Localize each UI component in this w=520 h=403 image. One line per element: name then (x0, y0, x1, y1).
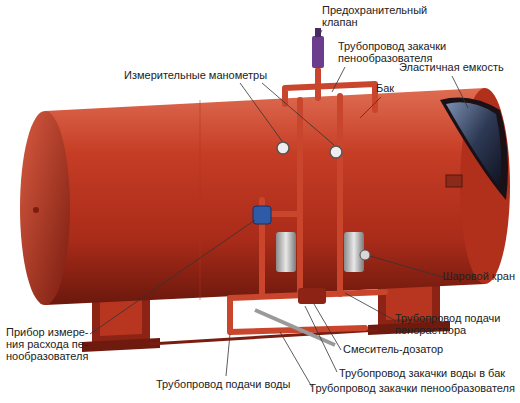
tank-body-part (20, 111, 70, 305)
gauge-label: Измерительные манометры (124, 69, 267, 81)
tank-legs-part (92, 297, 150, 345)
tank-body-part (200, 100, 201, 300)
leader-lines-part (305, 306, 337, 372)
pipe-details-part (276, 232, 296, 272)
pipe-details-part (255, 310, 335, 345)
pipe-label: Трубопровод закачки пенообразователя (338, 40, 463, 64)
leader-lines-part (226, 334, 230, 376)
leader-lines-part (452, 76, 468, 108)
leader-lines-part (314, 304, 341, 350)
tank-label: Бак (376, 82, 394, 94)
pipe-label: Трубопровод закачки воды в бак (339, 367, 505, 379)
leader-lines-part (345, 293, 396, 321)
ball-valve-label: Шаровой кран (442, 270, 515, 282)
mixer-label: Смеситель-дозатор (343, 343, 443, 355)
tank-body (20, 88, 510, 305)
pipe-label: Трубопровод закачки пенообразователя (309, 382, 515, 394)
pipework-part (297, 100, 303, 294)
leader-lines-part (360, 97, 381, 118)
pipe-details-part (277, 142, 289, 154)
tank-body-part (45, 88, 485, 305)
pipe-details-part (298, 288, 326, 304)
leader-lines-part (262, 83, 334, 145)
pipe-details-part (330, 146, 342, 158)
tank-legs-part (82, 338, 160, 352)
tank-body-part (446, 175, 462, 187)
pipework (230, 70, 385, 332)
pipe-details-part (312, 36, 324, 68)
pipework-part (315, 70, 321, 98)
pipe-details-part (360, 250, 370, 260)
pipe-label: Трубопровод подачи воды (156, 378, 290, 390)
tank-legs-part (100, 298, 142, 336)
valve-label: Предохранительный клапан (322, 4, 434, 28)
leader-lines-part (240, 83, 282, 141)
tank-body-part (440, 98, 508, 200)
pipe-details-part (315, 28, 321, 37)
leader-lines-part (90, 220, 255, 334)
pipework-part (337, 96, 343, 294)
tank-body-part (33, 207, 39, 213)
tank-body-part (446, 102, 501, 188)
flowmeter-label: Прибор измере- ния расхода пе- нообразов… (6, 326, 98, 362)
pipe-details-part (253, 206, 271, 224)
pipe-label: Трубопровод подачи пенораствора (395, 312, 515, 336)
leader-lines-part (370, 256, 449, 279)
leader-lines-part (332, 67, 345, 92)
bag-label: Эластичная емкость (399, 61, 504, 73)
leader-lines-part (319, 30, 322, 36)
